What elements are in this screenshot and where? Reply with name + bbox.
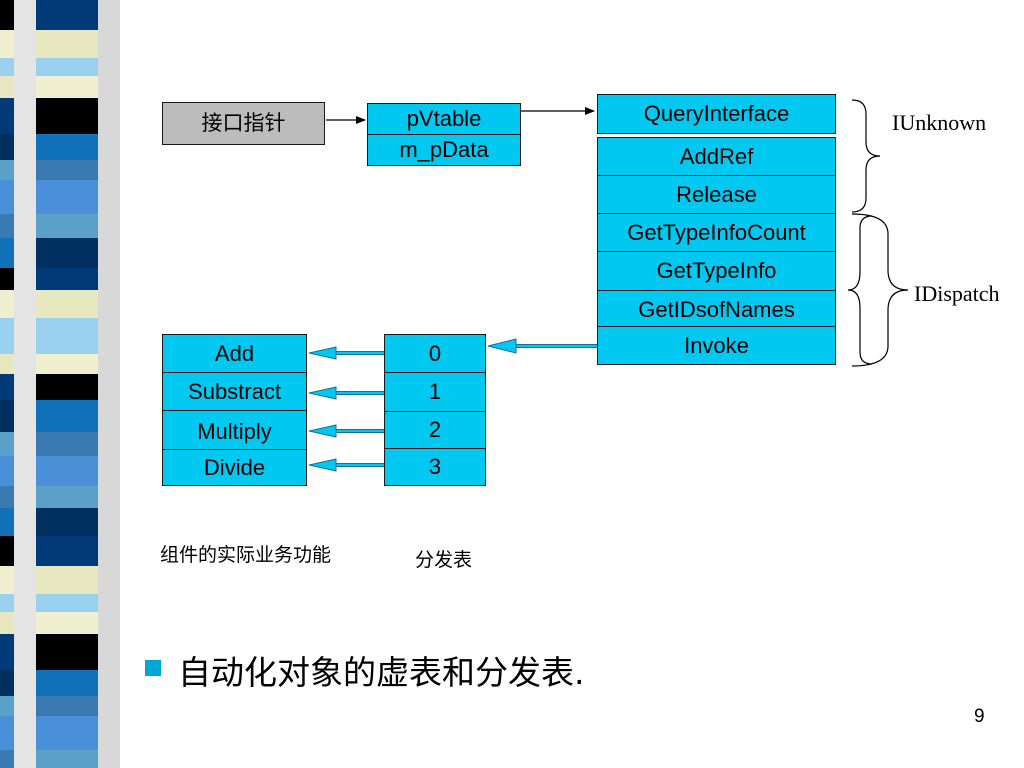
decorative-stripe	[0, 0, 120, 768]
pvtable-box: pVtable	[367, 103, 521, 135]
idispatch-inner-brace	[847, 215, 873, 365]
vtable-entry-gettypeinfo: GetTypeInfo	[597, 251, 836, 291]
vtable-entry-release: Release	[597, 175, 836, 214]
method-divide: Divide	[162, 449, 307, 486]
page-number: 9	[974, 706, 985, 727]
method-multiply: Multiply	[162, 410, 307, 453]
methods-caption: 组件的实际业务功能	[160, 544, 332, 566]
idispatch-brace	[851, 213, 909, 367]
mpdata-box: m_pData	[367, 134, 521, 166]
method-substract: Substract	[162, 372, 307, 411]
bullet-square-icon	[145, 660, 161, 676]
dispatch-id-2: 2	[384, 411, 486, 449]
dispatch-to-method-arrows	[308, 346, 384, 472]
bullet-text: 自动化对象的虚表和分发表.	[178, 653, 585, 692]
vtable-entry-getidsofnames: GetIDsofNames	[597, 290, 836, 329]
iunknown-label: IUnknown	[892, 110, 987, 135]
dispatch-caption: 分发表	[415, 549, 473, 571]
idispatch-label: IDispatch	[914, 281, 1000, 306]
dispatch-id-0: 0	[384, 334, 486, 373]
dispatch-id-1: 1	[384, 372, 486, 412]
vtable-entry-queryinterface: QueryInterface	[597, 94, 836, 134]
dispatch-id-3: 3	[384, 448, 486, 486]
vtable-entry-gettypeinfocount: GetTypeInfoCount	[597, 213, 836, 252]
invoke-to-dispatch-arrow	[487, 338, 597, 354]
vtable-entry-invoke: Invoke	[597, 326, 836, 365]
interface-pointer-box: 接口指针	[162, 102, 325, 145]
iunknown-brace	[851, 99, 881, 213]
